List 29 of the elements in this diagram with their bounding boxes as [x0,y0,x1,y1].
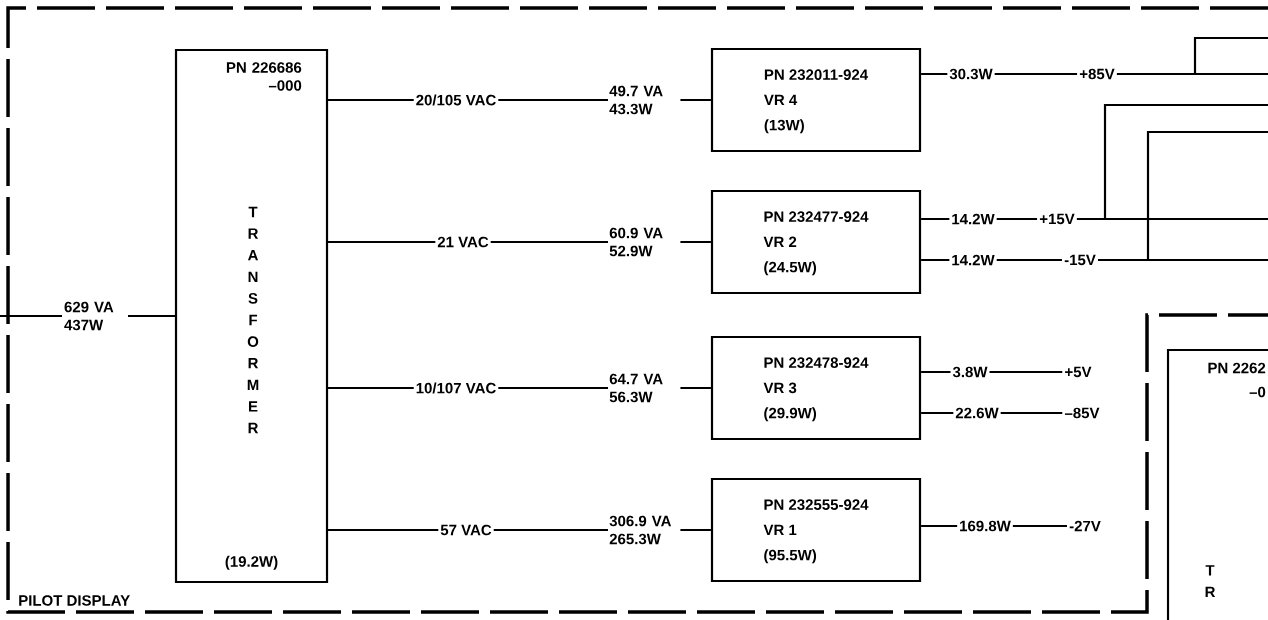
power-value: 49.7 VA 43.3W [609,85,663,115]
voltage-label: -15V [1064,254,1096,266]
power-value: 306.9 VA 265.3W [609,515,672,545]
regulator-box: PN 232477-924 VR 2 (24.5W) [710,189,922,295]
edge-label: 3.8W [950,364,990,380]
regulator-box: PN 232478-924 VR 3 (29.9W) [710,335,922,441]
wire [1116,36,1268,76]
voltage-label: +15V [1039,213,1075,225]
edge-label: 629 VA 437W [62,299,128,333]
edge-label: 14.2W [949,211,997,227]
power-value: 64.7 VA 56.3W [609,373,663,403]
voltage-label: -27V [1069,520,1101,532]
voltage-label: +5V [1065,366,1092,378]
voltage-label: +85V [1079,68,1115,80]
edge-label: 10/107 VAC [413,380,499,396]
edge-label: 57 VAC [438,522,494,538]
voltage-label: –85V [1064,407,1100,419]
wire [1076,103,1268,221]
edge-label: 22.6W [953,405,1001,421]
edge-label: 30.3W [947,66,995,82]
regulator-box: PN 232555-924 VR 1 (95.5W) [710,477,922,583]
transformer-box: PN 226686 –000 TRANSFORMER (19.2W) [174,48,329,584]
edge-label: 21 VAC [435,234,491,250]
edge-label: 20/105 VAC [413,92,499,108]
edge-label: 169.8W [957,518,1013,534]
edge-label: 14.2W [949,252,997,268]
power-value: 60.9 VA 52.9W [609,227,663,257]
regulator-box: PN 232011-924 VR 4 (13W) [710,47,922,153]
wire [1098,130,1268,262]
